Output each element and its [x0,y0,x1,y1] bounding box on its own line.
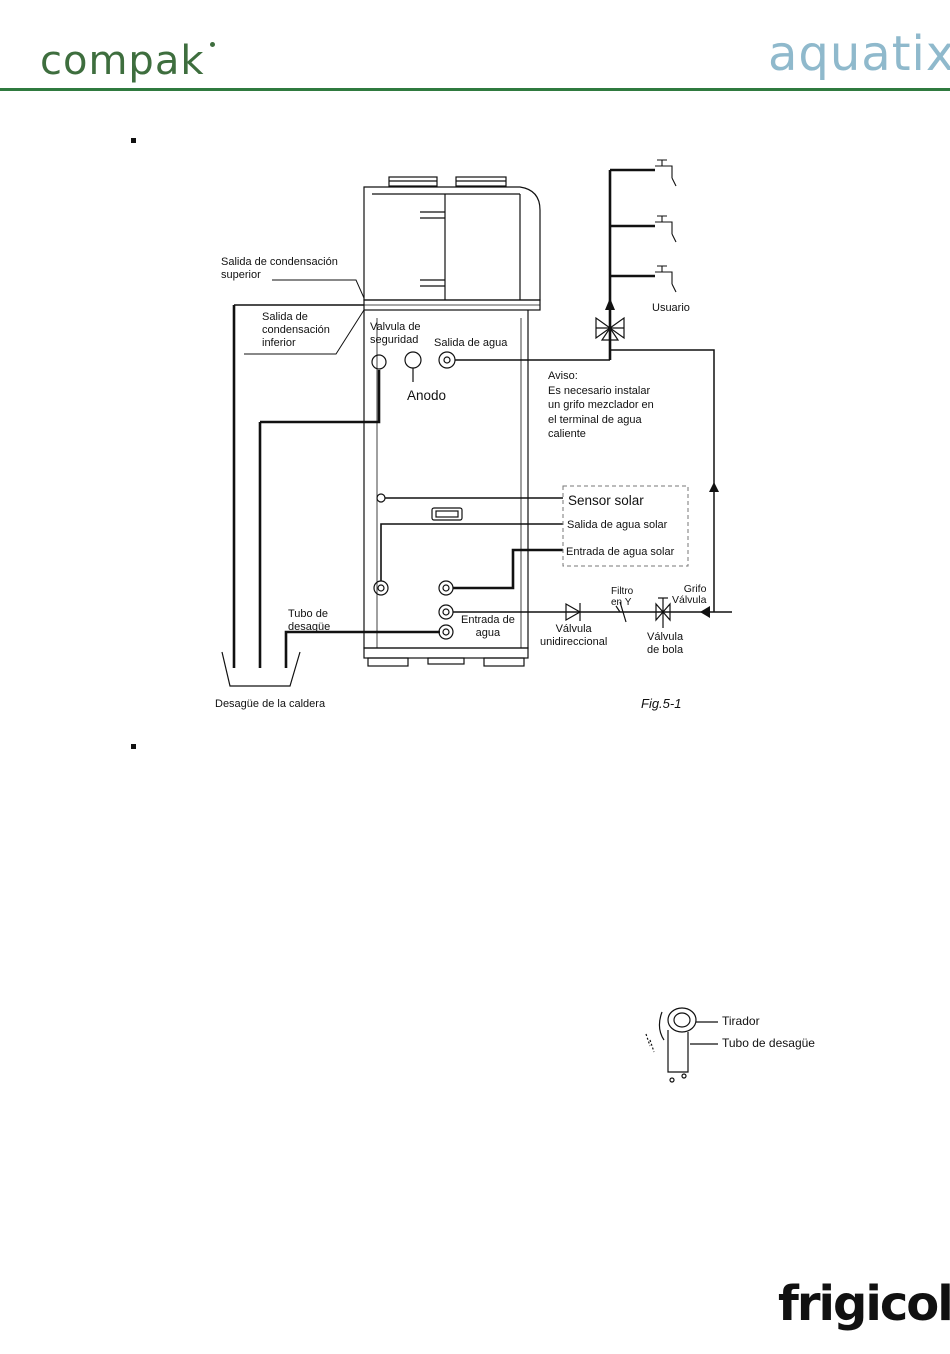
label-salida-agua: Salida de agua [434,337,508,349]
compak-logo: compak [40,38,215,84]
bullet-marker [131,744,136,749]
warning-note: Aviso: Es necesario instalar un grifo me… [548,370,654,440]
label-salida-condensacion-superior: Salida de condensación superior [221,256,338,281]
label-valvula-bola: Válvula de bola [647,631,684,656]
header-divider [0,88,950,91]
label-salida-condensacion-inferior: Salida de condensación inferior [262,311,330,349]
label-grifo-valvula: Grifo Válvula [672,583,707,606]
label-salida-agua-solar: Salida de agua solar [567,519,668,531]
label-anodo: Anodo [407,388,447,403]
label-desague-caldera: Desagüe de la caldera [215,698,326,710]
label-tubo-desague: Tubo de desagüe [288,608,331,633]
label-tirador: Tirador [722,1014,760,1028]
label-entrada-agua: Entrada de agua [461,614,515,639]
label-entrada-agua-solar: Entrada de agua solar [566,546,675,558]
figure-caption: Fig.5-1 [641,696,682,711]
drain-valve-illustration [645,1007,718,1083]
label-valvula-unidireccional: Válvula unidireccional [540,623,608,648]
label-usuario: Usuario [652,302,690,314]
aquatix-logo: aquatix [768,26,950,82]
label-valvula-seguridad: Valvula de seguridad [370,321,421,346]
label-tubo-desague-detail: Tubo de desagüe [722,1036,815,1050]
bullet-marker [131,138,136,143]
frigicoll-logo: frigicoll [778,1276,950,1332]
label-filtro-y: Filtro en Y [611,586,634,608]
label-sensor-solar: Sensor solar [568,493,644,508]
